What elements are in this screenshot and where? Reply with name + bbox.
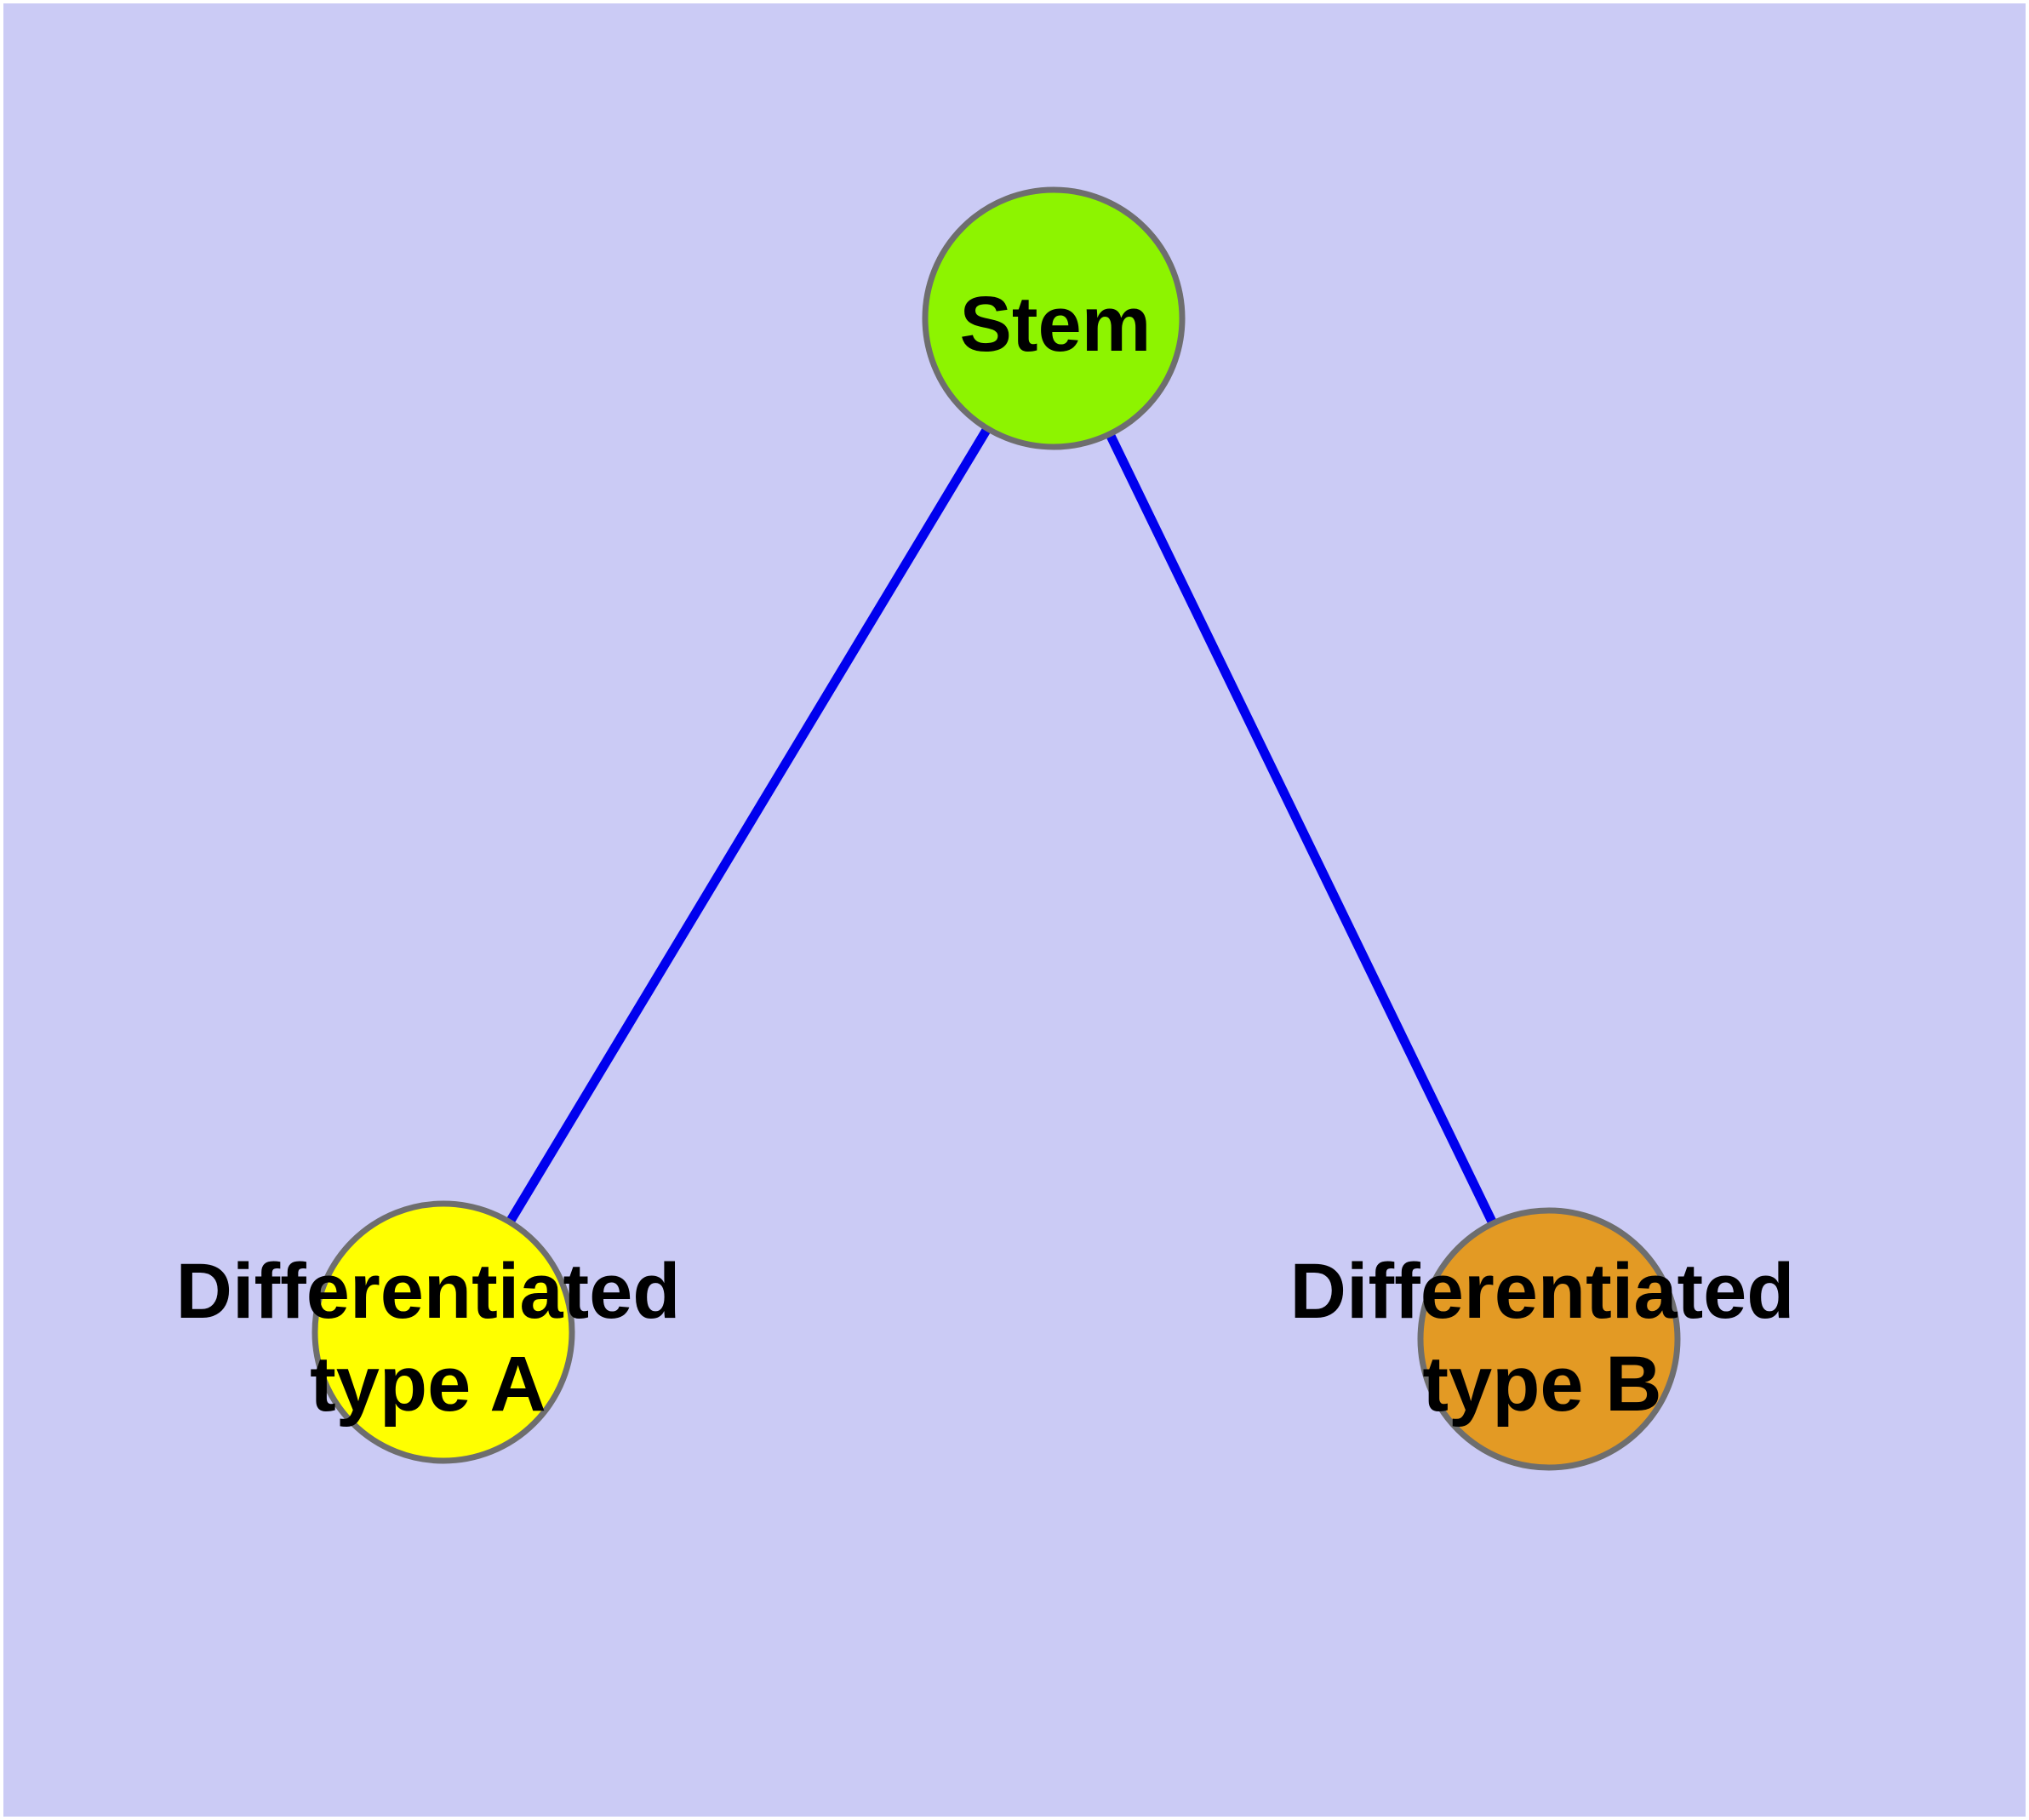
node-differentiated-type-b-label-line1: Differentiated (1290, 1248, 1795, 1335)
node-stem-circle (922, 186, 1186, 450)
node-differentiated-type-a-circle (311, 1200, 575, 1464)
node-differentiated-type-b: Differentiated type B (1290, 1207, 1795, 1471)
node-differentiated-type-a: Differentiated type A (176, 1200, 681, 1464)
node-differentiated-type-a-label-line1: Differentiated (176, 1248, 681, 1335)
node-stem-label: Stem (960, 281, 1152, 368)
node-stem: Stem (922, 186, 1186, 450)
edge-stem-to-type-b (1049, 316, 1553, 1342)
node-differentiated-type-b-label-line2: type B (1422, 1341, 1661, 1428)
edge-stem-to-type-a (439, 316, 1058, 1335)
node-differentiated-type-b-circle (1417, 1207, 1681, 1471)
node-differentiated-type-a-label-line2: type A (310, 1341, 546, 1428)
